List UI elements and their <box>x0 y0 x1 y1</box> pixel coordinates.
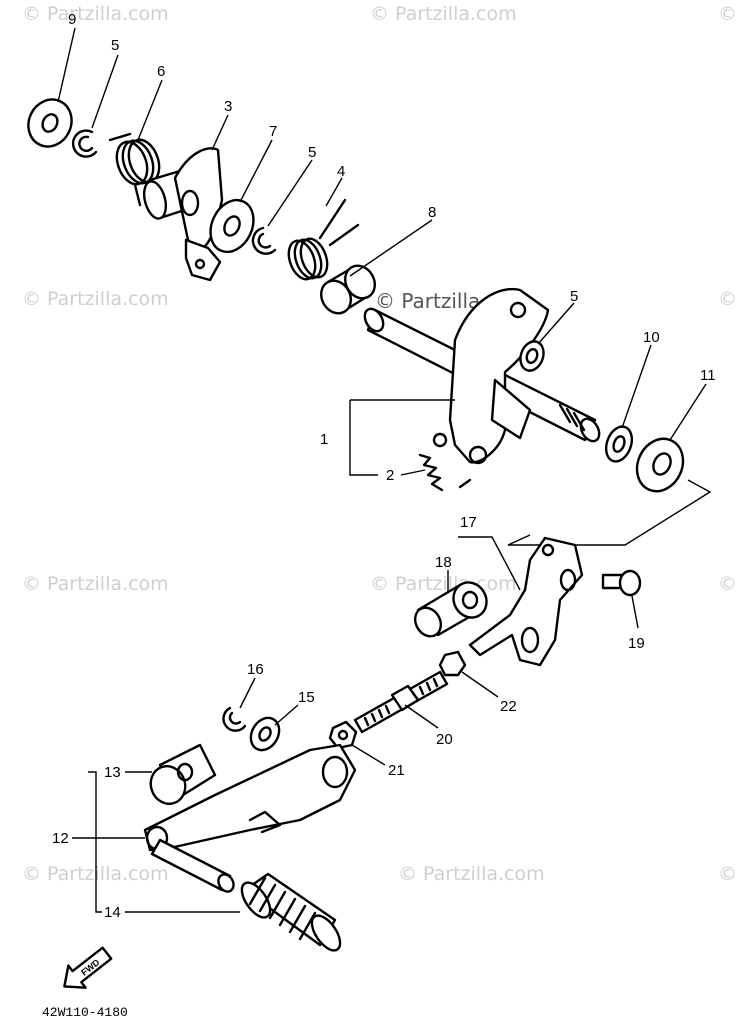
part-5-circlip-middle <box>251 226 277 255</box>
callout-2: 2 <box>386 467 394 484</box>
part-9-washer <box>27 98 73 148</box>
callout-17: 17 <box>460 514 477 531</box>
fwd-arrow-icon: FWD <box>63 946 113 989</box>
leader-lines <box>57 27 707 913</box>
watermark: © Partzilla.com <box>370 573 517 595</box>
part-18-bushing <box>413 581 488 638</box>
part-3-shift-arm <box>142 147 224 282</box>
callout-7: 7 <box>269 123 277 140</box>
callout-14: 14 <box>104 904 121 921</box>
callout-8: 8 <box>428 204 436 221</box>
watermark-fragment: © <box>718 863 737 885</box>
part-17-shift-arm <box>468 536 584 667</box>
watermark-fragment: © <box>718 288 737 310</box>
callout-5: 5 <box>111 37 119 54</box>
part-22-nut <box>438 650 467 677</box>
part-12-shift-pedal <box>143 743 357 893</box>
part-5-circlip-shaft <box>519 340 545 372</box>
callout-22: 22 <box>500 698 517 715</box>
callout-20: 20 <box>436 731 453 748</box>
part-4-spring <box>287 198 360 281</box>
part-5-circlip-top <box>71 129 98 158</box>
part-13-bushing <box>149 743 217 805</box>
watermark-fragment: © <box>718 3 737 25</box>
callout-18: 18 <box>435 554 452 571</box>
part-15-washer <box>249 716 281 752</box>
part-16-circlip <box>222 706 247 732</box>
diagram-code: 42W110-4180 <box>42 1005 128 1020</box>
callout-3: 3 <box>224 98 232 115</box>
callout-4: 4 <box>337 163 345 180</box>
watermark: © Partzilla.com <box>22 288 169 310</box>
callout-21: 21 <box>388 762 405 779</box>
callout-15: 15 <box>298 689 315 706</box>
part-11-oil-seal <box>635 437 685 493</box>
part-1-shift-shaft <box>363 287 601 465</box>
callout-labels: 9 5 6 3 7 5 4 8 5 10 11 1 2 17 18 19 22 … <box>52 11 716 921</box>
part-2-spring <box>418 453 472 492</box>
part-20-tie-rod <box>353 670 449 734</box>
callout-9: 9 <box>68 11 76 28</box>
callout-5: 5 <box>308 144 316 161</box>
part-7-washer <box>209 198 255 254</box>
callout-16: 16 <box>247 661 264 678</box>
part-19-bolt <box>601 569 642 597</box>
callout-11: 11 <box>700 367 716 384</box>
part-6-spring <box>108 132 161 207</box>
watermark: © Partzilla.com <box>370 3 517 25</box>
part-14-rubber <box>240 872 342 952</box>
reference-bracket <box>507 479 712 546</box>
callout-6: 6 <box>157 63 165 80</box>
callout-5: 5 <box>570 288 578 305</box>
callout-1: 1 <box>320 431 328 448</box>
callout-13: 13 <box>104 764 121 781</box>
part-21-nut <box>328 720 358 750</box>
callout-10: 10 <box>643 329 660 346</box>
callout-12: 12 <box>52 830 69 847</box>
callout-19: 19 <box>628 635 645 652</box>
watermark: © Partzilla.com <box>22 573 169 595</box>
part-10-washer <box>604 425 634 463</box>
watermark: © Partzilla.com <box>398 863 545 885</box>
watermark-fragment: © <box>718 573 737 595</box>
watermark: © Partzilla.com <box>22 3 169 25</box>
